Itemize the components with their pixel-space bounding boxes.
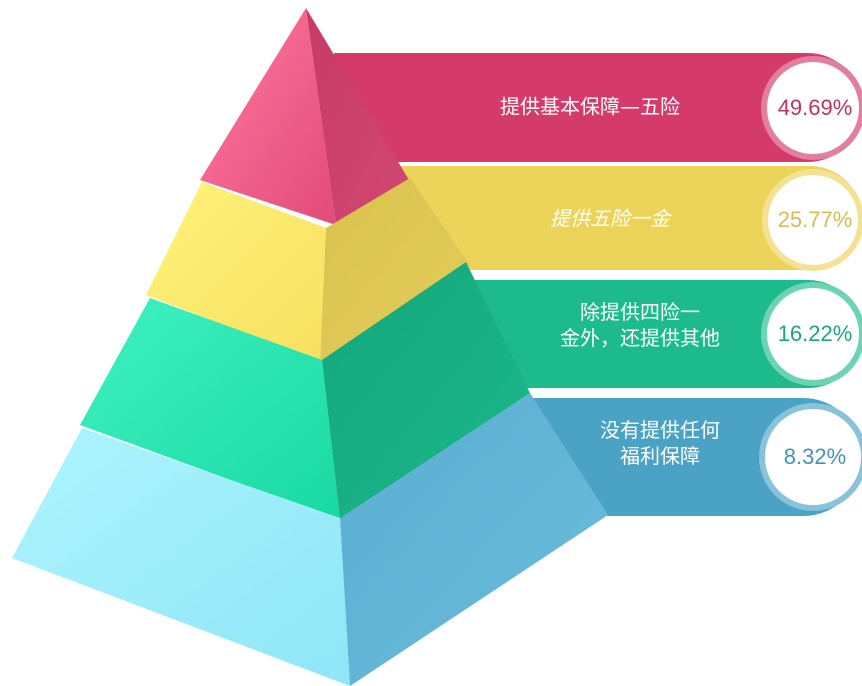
category-label-2: 提供五险一金 bbox=[550, 207, 673, 231]
category-label-4: 没有提供任何福利保障 bbox=[600, 418, 720, 468]
pyramid-tier-right-3 bbox=[322, 262, 530, 520]
category-label-1: 提供基本保障—五险 bbox=[500, 95, 680, 119]
value-circle-1 bbox=[767, 62, 859, 154]
value-circle-2 bbox=[768, 175, 858, 265]
labels-layer: 提供基本保障—五险 49.69% 提供五险一金 25.77% 除提供四险一金外，还提供其… bbox=[500, 95, 852, 469]
value-circle-4 bbox=[765, 409, 861, 505]
pyramid-tier-left-3 bbox=[80, 298, 340, 520]
banner-3 bbox=[452, 280, 862, 388]
value-label-2: 25.77% bbox=[778, 207, 853, 232]
category-label-3: 除提供四险一金外，还提供其他 bbox=[560, 300, 720, 350]
pyramid-tier-left-1 bbox=[200, 8, 336, 225]
pyramid-tier-right-4 bbox=[340, 393, 608, 686]
banner-1 bbox=[334, 53, 862, 162]
banner-2 bbox=[380, 166, 862, 270]
value-label-4: 8.32% bbox=[784, 444, 846, 469]
value-label-1: 49.69% bbox=[778, 95, 853, 120]
pyramid-tier-right-2 bbox=[320, 178, 470, 362]
value-label-3: 16.22% bbox=[778, 321, 853, 346]
value-circle-3 bbox=[767, 288, 859, 380]
pyramid-tier-left-4 bbox=[12, 428, 350, 686]
pyramid-layer bbox=[12, 8, 608, 686]
pyramid-tier-right-1 bbox=[306, 8, 412, 225]
pyramid-tier-left-2 bbox=[146, 182, 326, 362]
